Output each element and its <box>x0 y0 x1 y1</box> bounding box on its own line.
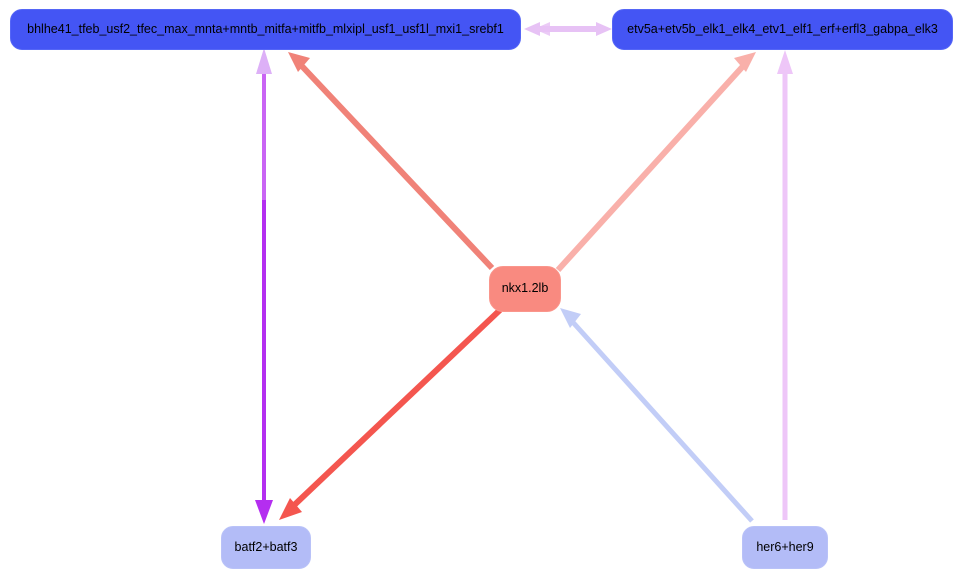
edge-nkx12lb-bhlhe41[interactable] <box>288 52 495 271</box>
node-her6-her9[interactable]: her6+her9 <box>742 526 828 569</box>
node-nkx1-2lb[interactable]: nkx1.2lb <box>489 266 561 312</box>
edge-nkx12lb-batf2[interactable] <box>279 307 503 520</box>
node-label-etv5a: etv5a+etv5b_elk1_elk4_etv1_elf1_erf+erfl… <box>627 21 938 36</box>
edge-bhlhe41-batf2[interactable] <box>255 48 273 524</box>
node-batf2-batf3[interactable]: batf2+batf3 <box>221 526 311 569</box>
edge-her6-nkx12lb[interactable] <box>560 308 754 523</box>
node-label-batf2-batf3: batf2+batf3 <box>234 539 298 554</box>
node-bhlhe41-complex[interactable]: bhlhe41_tfeb_usf2_tfec_max_mnta+mntb_mit… <box>10 9 521 50</box>
edge-her6-etv5a[interactable] <box>777 50 793 520</box>
node-etv5a-complex[interactable]: etv5a+etv5b_elk1_elk4_etv1_elf1_erf+erfl… <box>612 9 953 50</box>
edge-bhlhe41-etv5a[interactable] <box>524 22 612 36</box>
node-label-her6-her9: her6+her9 <box>756 539 814 554</box>
node-label-nkx1-2lb: nkx1.2lb <box>501 281 549 296</box>
edge-nkx12lb-etv5a[interactable] <box>555 52 756 273</box>
node-label-bhlhe41: bhlhe41_tfeb_usf2_tfec_max_mnta+mntb_mit… <box>27 21 504 36</box>
